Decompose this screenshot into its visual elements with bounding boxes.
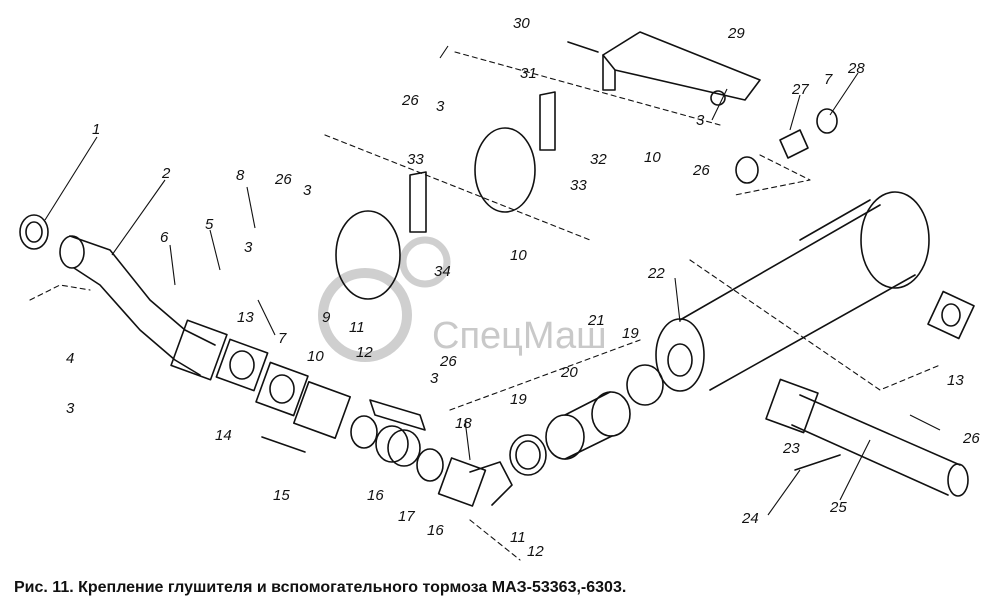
callout-30: 30 [513,15,530,32]
callout-26: 26 [274,171,292,188]
callout-33: 33 [570,177,587,194]
callout-10: 10 [644,149,661,166]
gasket-13 [215,338,269,392]
callout-17: 17 [398,508,415,525]
callout-11: 11 [349,319,365,336]
bushing-27 [779,129,809,159]
callout-3: 3 [430,370,439,387]
callout-labels: 1 2 3 4 5 6 7 8 9 10 11 12 13 14 15 16 1… [66,15,980,560]
callout-3: 3 [66,400,75,417]
callout-3: 3 [244,239,253,256]
callout-15: 15 [273,487,290,504]
callout-22: 22 [647,265,665,282]
brake-valve-17 [369,399,426,467]
callout-7: 7 [278,330,287,347]
tail-pipe-23 [765,378,969,497]
callout-14: 14 [215,427,232,444]
bolt-15 [261,436,306,453]
callout-5: 5 [205,216,214,233]
callout-32: 32 [590,151,607,168]
callout-13: 13 [237,309,254,326]
callout-26: 26 [439,353,457,370]
leader-lines [44,45,941,516]
muffler-22 [655,191,930,392]
callout-7: 7 [824,71,833,88]
callout-1: 1 [92,121,100,138]
callout-10: 10 [510,247,527,264]
callout-10: 10 [307,348,324,365]
callout-19: 19 [622,325,639,342]
callout-4: 4 [66,350,74,367]
callout-34: 34 [434,263,451,280]
callout-21: 21 [587,312,605,329]
sleeve-20 [545,391,631,460]
callout-11: 11 [510,529,526,546]
gasket-14 [255,361,309,417]
callout-12: 12 [356,344,373,361]
elbow-18 [437,457,513,507]
watermark-text: СпецМаш [432,315,607,357]
bracket-29 [602,31,761,106]
callout-26: 26 [401,92,419,109]
callout-33: 33 [407,151,424,168]
assembly-lines [29,51,941,561]
callout-16: 16 [427,522,444,539]
callout-20: 20 [560,364,578,381]
ring-16-a [350,415,378,449]
bolt-24 [794,454,841,471]
gasket-1 [19,214,49,250]
callout-28: 28 [847,60,865,77]
callout-27: 27 [791,81,809,98]
callout-26: 26 [962,430,980,447]
callout-3: 3 [303,182,312,199]
gasket-13-right [927,290,975,340]
callout-29: 29 [727,25,745,42]
front-pipe-2 [59,235,228,381]
bushing-28 [816,108,838,134]
callout-3: 3 [696,112,705,129]
figure-caption: Рис. 11. Крепление глушителя и вспомогат… [14,579,627,596]
ring-21 [626,364,664,406]
callout-16: 16 [367,487,384,504]
callout-26: 26 [692,162,710,179]
clamp-33-upper [474,91,556,213]
callout-9: 9 [322,309,331,326]
callout-18: 18 [455,415,472,432]
callout-19: 19 [510,391,527,408]
callout-12: 12 [527,543,544,560]
ring-19 [509,434,547,476]
callout-25: 25 [829,499,847,516]
callout-2: 2 [161,165,171,182]
callout-23: 23 [782,440,800,457]
callout-24: 24 [741,510,759,527]
callout-31: 31 [520,65,537,82]
flange-plate [293,381,351,439]
ring-16-b [416,448,444,482]
bolt-30 [567,41,599,53]
callout-13: 13 [947,372,964,389]
watermark-gear-icon [318,236,451,362]
bushing-28-lower [735,156,759,184]
callout-3: 3 [436,98,445,115]
callout-6: 6 [160,229,169,246]
part-drawings [19,31,975,561]
callout-8: 8 [236,167,245,184]
